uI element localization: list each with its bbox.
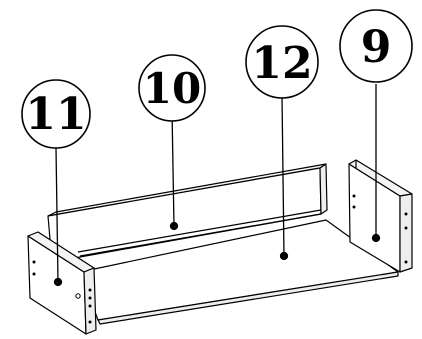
- leader-11: [55, 147, 59, 283]
- hardware-holes: [32, 194, 408, 324]
- callout-11-label: 11: [25, 89, 86, 140]
- right-side-panel: [348, 159, 413, 273]
- callout-12: 12: [245, 25, 319, 99]
- back-panel: [47, 163, 328, 263]
- callout-11: 11: [21, 79, 91, 149]
- leader-12-dot: [279, 251, 289, 261]
- callout-9-label: 9: [361, 22, 392, 73]
- leader-9-dot: [371, 233, 381, 243]
- callout-9: 9: [339, 9, 413, 83]
- bottom-panel: [79, 219, 399, 325]
- leader-10: [171, 109, 175, 227]
- leader-10-dot: [169, 221, 179, 231]
- leader-11-dot: [53, 277, 63, 287]
- leader-lines: [53, 84, 381, 287]
- callout-12-label: 12: [251, 38, 312, 89]
- leader-12: [281, 95, 285, 257]
- callout-10: 10: [138, 54, 206, 122]
- callout-10-label: 10: [143, 64, 201, 113]
